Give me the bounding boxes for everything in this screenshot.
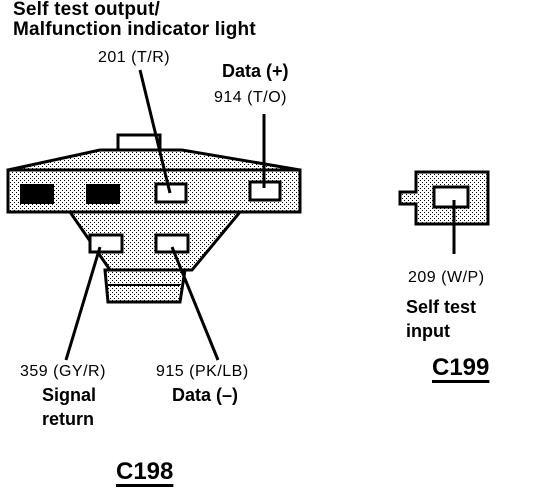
pin-201-code: 201 (T/R) xyxy=(98,49,171,66)
pin-915-desc: Data (–) xyxy=(172,385,239,405)
c198-key-left xyxy=(20,184,54,204)
c199-cavity-209 xyxy=(432,185,470,209)
pin-209-code: 209 (W/P) xyxy=(408,269,485,286)
pin-359-desc-line-1: Signal xyxy=(42,385,97,405)
c198-top-tab xyxy=(116,133,162,152)
c199-connector xyxy=(398,170,490,226)
diagram-title-line-1: Self test output/ xyxy=(13,0,160,20)
pin-914-desc: Data (+) xyxy=(222,61,289,81)
diagram-title-line-2: Malfunction indicator light xyxy=(13,19,256,40)
c198-cavity-915 xyxy=(154,233,190,254)
connector-c198-label: C198 xyxy=(116,458,174,485)
pin-209-desc-line-2: input xyxy=(406,321,450,341)
c198-main-body xyxy=(6,168,302,214)
leader-359 xyxy=(64,246,102,361)
connector-c199-label: C199 xyxy=(432,354,490,381)
c198-connector xyxy=(6,133,302,304)
c198-upper-shell xyxy=(7,148,301,172)
pin-914-code: 914 (T/O) xyxy=(214,89,287,106)
c198-cavity-359 xyxy=(88,233,124,254)
pin-209-desc-line-1: Self test xyxy=(406,297,477,317)
c198-key-middle xyxy=(86,184,120,204)
pin-359-code: 359 (GY/R) xyxy=(20,363,106,380)
pin-915-code: 915 (PK/LB) xyxy=(156,363,249,380)
pin-359-desc-line-2: return xyxy=(42,409,95,429)
leader-201 xyxy=(138,69,172,194)
c198-cavity-201 xyxy=(154,182,188,204)
leader-915 xyxy=(170,246,220,361)
leader-lines xyxy=(64,69,456,361)
